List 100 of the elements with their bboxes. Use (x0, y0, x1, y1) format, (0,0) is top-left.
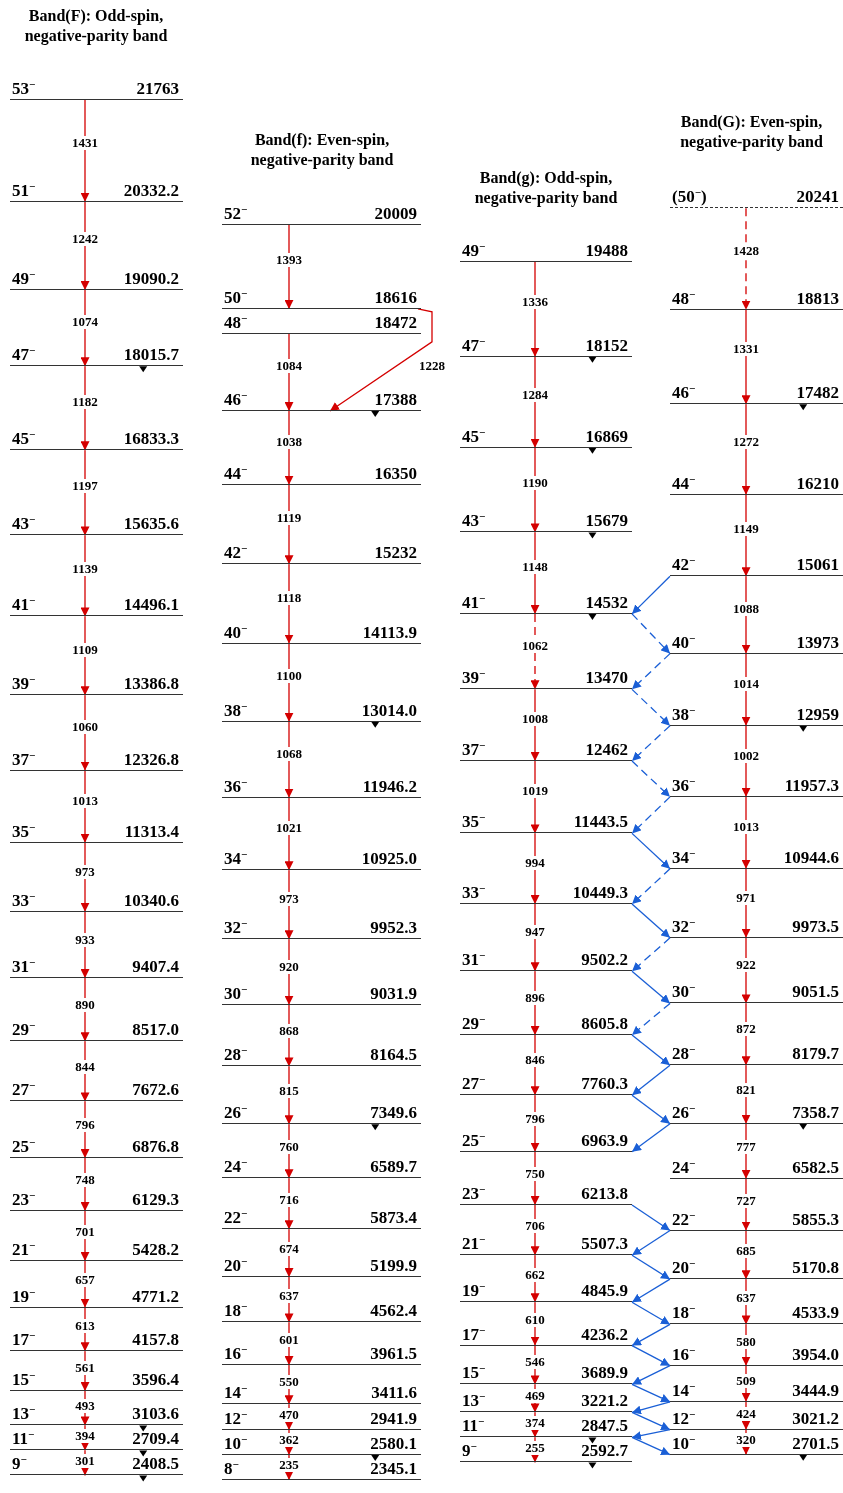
energy-label: 21763 (136, 80, 179, 98)
transition-arrow (741, 1064, 751, 1125)
energy-label: 4562.4 (370, 1302, 417, 1321)
transition-energy-label: 1088 (732, 601, 760, 616)
transition-energy-label: 1002 (732, 748, 760, 763)
spin-label: 12$^{−}$ (224, 1410, 248, 1428)
energy-label: 8164.5 (370, 1046, 417, 1065)
transition-energy-label: 1109 (71, 642, 99, 657)
energy-label: 8179.7 (792, 1045, 839, 1064)
energy-label: 7672.6 (132, 1081, 179, 1100)
transition-arrow (631, 1229, 671, 1256)
energy-label: 7349.6 (370, 1104, 417, 1123)
transition-arrow (530, 613, 540, 690)
transition-energy-label: 973 (74, 864, 96, 879)
transition-energy-label: 470 (278, 1408, 300, 1423)
spin-label: 38$^{−}$ (224, 701, 248, 720)
transition-energy-label: 947 (524, 925, 546, 940)
energy-label: 6589.7 (370, 1158, 417, 1177)
transition-energy-label: 1013 (71, 793, 99, 808)
transition-arrow (631, 1278, 671, 1303)
energy-label: 13973 (796, 633, 839, 652)
transition-energy-label: 1139 (71, 562, 99, 577)
transition-energy-label: 1284 (521, 387, 549, 402)
transition-energy-label: 973 (278, 892, 300, 907)
transition-energy-label: 601 (278, 1333, 300, 1348)
energy-level (670, 187, 843, 209)
transition-arrow (631, 575, 671, 615)
transition-energy-label: 362 (278, 1433, 300, 1448)
spin-label: 35$^{−}$ (462, 813, 486, 832)
energy-label: 15061 (796, 556, 839, 575)
energy-label: 9407.4 (132, 958, 179, 977)
transition-arrow (631, 1254, 671, 1280)
spin-label: 15$^{−}$ (462, 1364, 486, 1383)
transition-arrow (631, 1344, 671, 1367)
transition-energy-label: 1148 (521, 559, 549, 574)
energy-label: 18813 (796, 289, 839, 308)
spin-label: 38$^{−}$ (672, 705, 696, 724)
transition-energy-label: 1119 (275, 511, 303, 526)
transition-arrow (631, 868, 671, 905)
energy-label: 5855.3 (792, 1210, 839, 1229)
spin-label: 46$^{−}$ (672, 384, 696, 403)
transition-energy-label: 546 (524, 1354, 546, 1369)
transition-arrow (631, 970, 671, 1005)
spin-label: 37$^{−}$ (462, 741, 486, 759)
transition-energy-label: 1021 (275, 821, 303, 836)
spin-label: 36$^{−}$ (224, 777, 248, 796)
transition-energy-label: 716 (278, 1192, 300, 1207)
energy-label: 4533.9 (792, 1304, 839, 1323)
energy-label: 2345.1 (370, 1460, 417, 1478)
transition-arrow (631, 1323, 671, 1347)
energy-label: 10944.6 (783, 848, 839, 867)
transition-energy-label: 509 (735, 1373, 757, 1388)
transition-energy-label: 815 (278, 1083, 300, 1098)
energy-label: 2709.4 (132, 1430, 179, 1449)
spin-label: 43$^{−}$ (12, 515, 36, 534)
energy-label: 6876.8 (132, 1137, 179, 1156)
energy-label: 3596.4 (132, 1371, 179, 1390)
transition-energy-label: 374 (524, 1415, 546, 1430)
energy-label: 3411.6 (371, 1384, 417, 1403)
energy-label: 6213.8 (581, 1185, 628, 1204)
energy-label: 15679 (585, 512, 628, 531)
energy-label: 5428.2 (132, 1240, 179, 1259)
spin-label: 41$^{−}$ (462, 593, 486, 612)
transition-energy-label: 1060 (71, 719, 99, 734)
spin-label: 25$^{−}$ (462, 1131, 486, 1150)
energy-label: 10925.0 (361, 850, 417, 869)
spin-label: 48$^{−}$ (672, 289, 696, 308)
transition-energy-label: 701 (74, 1224, 96, 1239)
transition-energy-label: 613 (74, 1318, 96, 1333)
spin-label: 21$^{−}$ (462, 1235, 486, 1254)
transition-arrow (631, 903, 671, 939)
energy-label: 9952.3 (370, 919, 417, 938)
energy-label: 4157.8 (132, 1331, 179, 1350)
spin-label: 17$^{−}$ (12, 1331, 36, 1350)
transition-arrow (530, 447, 540, 534)
spin-label: 47$^{−}$ (462, 336, 486, 355)
energy-label: 3961.5 (370, 1345, 417, 1364)
spin-label: 36$^{−}$ (672, 776, 696, 795)
spin-label: 32$^{−}$ (672, 917, 696, 936)
energy-label: 8605.8 (581, 1015, 628, 1034)
spin-label: 24$^{−}$ (672, 1158, 696, 1177)
band-title: Band(f): Even-spin, negative-parity band (249, 130, 395, 170)
transition-arrow (284, 1123, 294, 1179)
transition-arrow (631, 1034, 671, 1066)
spin-label: 45$^{−}$ (12, 430, 36, 449)
spin-label: 21$^{−}$ (12, 1240, 36, 1259)
transition-energy-label: 727 (735, 1193, 757, 1208)
transition-energy-label: 637 (278, 1289, 300, 1304)
spin-label: 52$^{−}$ (224, 204, 248, 223)
spin-label: 44$^{−}$ (672, 474, 696, 493)
transition-energy-label: 1393 (275, 253, 303, 267)
energy-label: 11313.4 (124, 822, 179, 841)
transition-arrow (284, 1065, 294, 1125)
spin-label: 28$^{−}$ (224, 1046, 248, 1065)
energy-label: 2408.5 (132, 1455, 179, 1474)
spin-label: 18$^{−}$ (672, 1304, 696, 1323)
transition-energy-label: 550 (278, 1374, 300, 1389)
spin-label: 18$^{−}$ (224, 1302, 248, 1321)
transition-energy-label: 662 (524, 1268, 546, 1282)
transition-energy-label: 1149 (732, 521, 760, 536)
